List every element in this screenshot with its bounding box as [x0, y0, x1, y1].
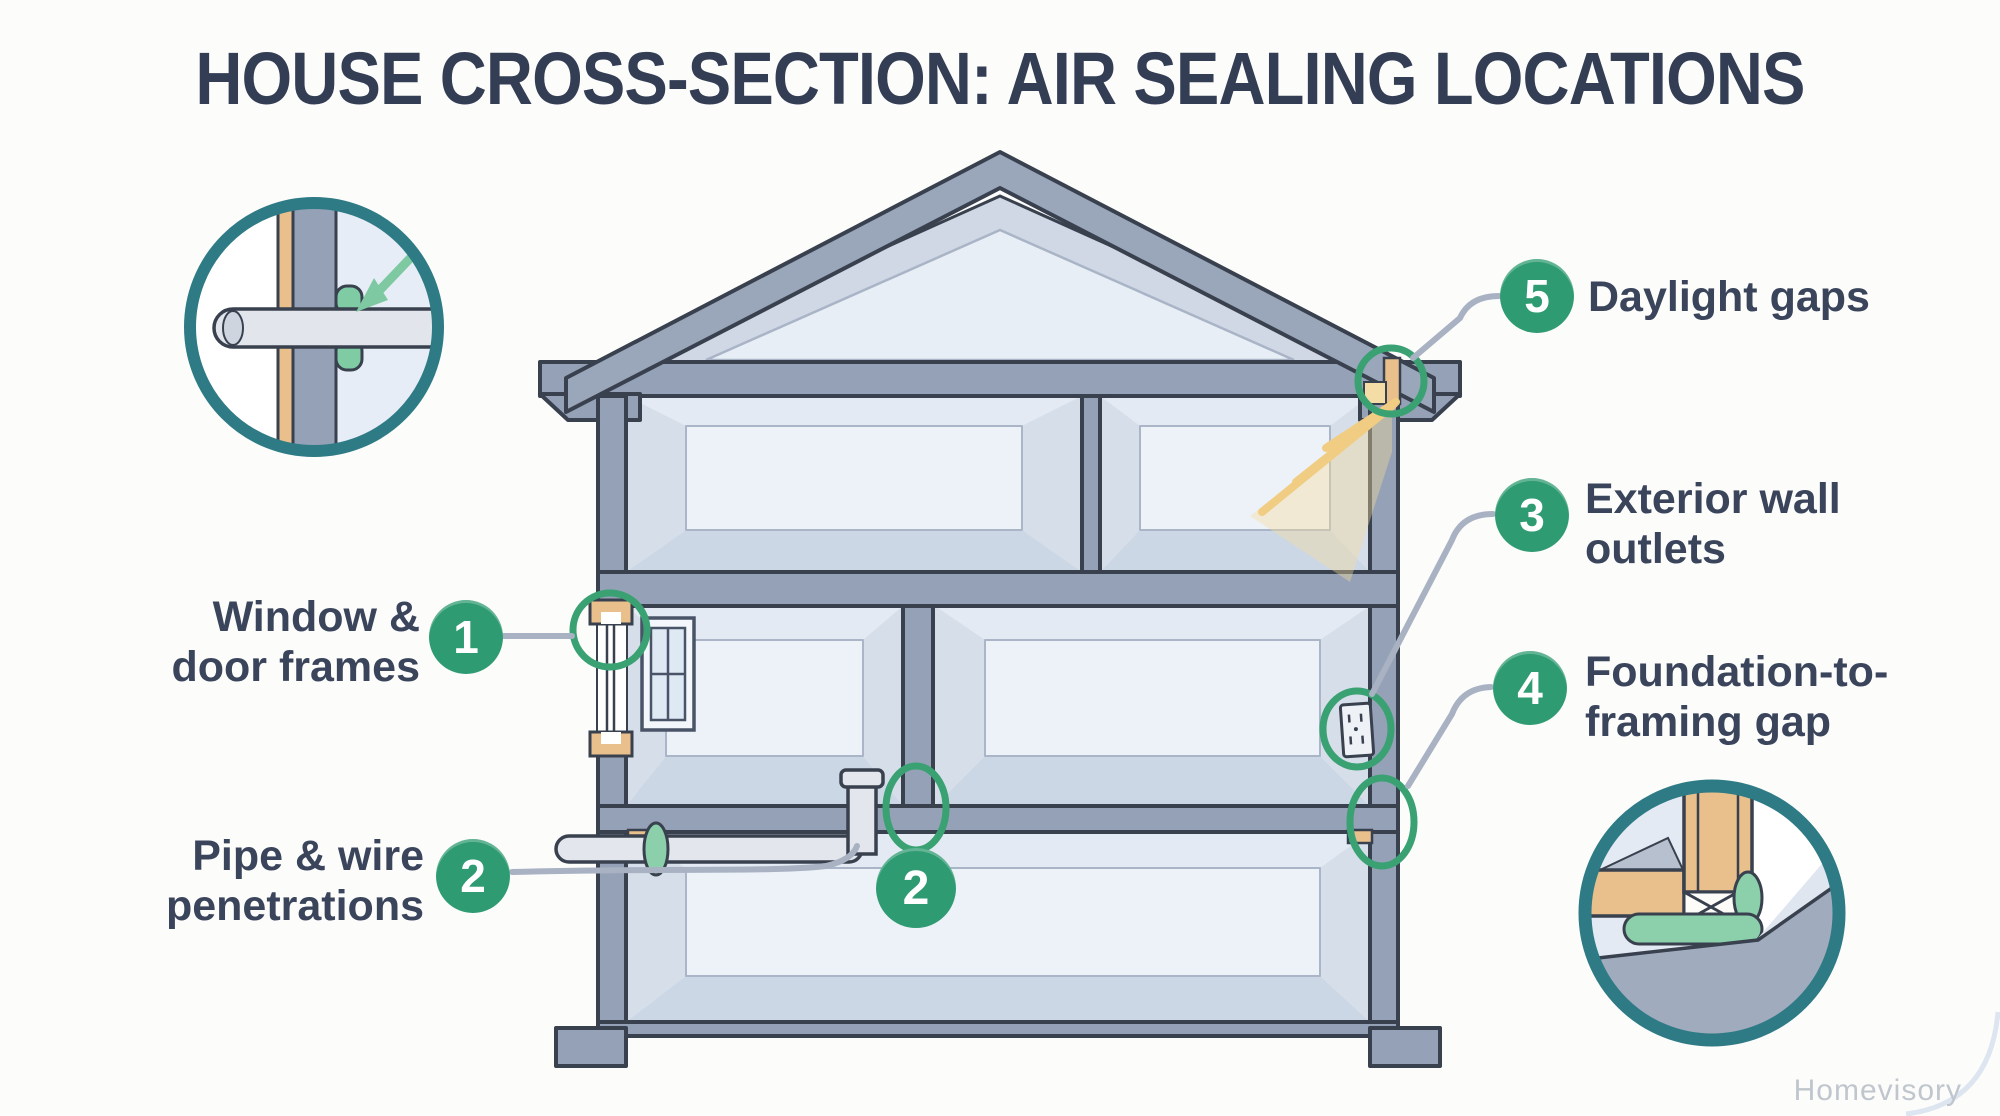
callout-badge-4: 4: [1493, 651, 1567, 725]
label-line: framing gap: [1585, 698, 1832, 746]
label-line: door frames: [171, 643, 420, 691]
callout-line-2: [509, 843, 860, 875]
room-middle-right: [933, 604, 1372, 808]
label-daylight-gaps: Daylight gaps: [1588, 272, 1870, 322]
page-title: HOUSE CROSS-SECTION: AIR SEALING LOCATIO…: [195, 37, 1805, 120]
badge-number: 2: [902, 861, 930, 915]
label-exterior-wall-outlets: Exterior wall outlets: [1585, 474, 1841, 574]
pipe-seal-inset: [184, 197, 444, 457]
label-line: Daylight gaps: [1588, 273, 1870, 321]
callout-badge-5: 5: [1500, 259, 1574, 333]
window-icon: [640, 616, 696, 732]
callout-lines: [501, 293, 1502, 875]
second-floor-band: [596, 570, 1400, 608]
badge-number: 4: [1517, 662, 1543, 714]
highlight-rings: [569, 344, 1428, 870]
inset-pipe: [212, 307, 438, 349]
label-line: Window &: [212, 593, 420, 641]
pipe: [554, 768, 885, 877]
ring-window-frame: [569, 589, 651, 671]
daylight-rays: [1258, 398, 1400, 516]
attic: [625, 194, 1375, 366]
callout-badge-2: 2: [436, 839, 510, 913]
label-line: Exterior wall: [1585, 475, 1841, 523]
outlet-icon: [1338, 701, 1376, 759]
daylight-gap: [1250, 356, 1402, 582]
label-line: penetrations: [165, 882, 424, 930]
divider-wall-top: [1080, 394, 1102, 574]
label-pipe-wire-penetrations: Pipe & wire penetrations: [166, 831, 424, 931]
divider-wall-middle: [901, 604, 935, 808]
foundation-sill: [596, 1020, 1400, 1038]
label-line: Pipe & wire: [192, 832, 424, 880]
pipe-seal-flange: [642, 821, 670, 877]
pipe-cap: [839, 768, 885, 789]
left-footing: [554, 1026, 628, 1068]
badge-number: 5: [1524, 270, 1550, 322]
badge-number: 3: [1519, 489, 1545, 541]
callout-line-4: [1405, 684, 1494, 789]
callout-badge-2-house: 2: [876, 848, 956, 928]
ring-daylight-gap: [1354, 344, 1428, 418]
right-footing: [1368, 1026, 1442, 1068]
badge-number: 2: [460, 850, 486, 902]
badge-number: 1: [453, 611, 479, 663]
foundation-seal-inset: [1578, 779, 1846, 1047]
first-floor-band: [596, 804, 1400, 834]
callout-badge-1: 1: [429, 600, 503, 674]
label-window-door-frames: Window & door frames: [171, 592, 420, 692]
callout-badge-3: 3: [1495, 478, 1569, 552]
ring-outlet: [1319, 687, 1395, 771]
window-frame-cross-section: [588, 598, 634, 758]
daylight-wash: [1250, 404, 1392, 582]
pipe-riser: [846, 782, 878, 856]
attic-floor-band: [538, 360, 1462, 398]
roof: [564, 150, 1436, 414]
callout-line-3: [1369, 511, 1496, 697]
callout-line-5: [1410, 293, 1502, 361]
label-foundation-framing-gap: Foundation-to- framing gap: [1585, 647, 1888, 747]
label-line: outlets: [1585, 525, 1726, 573]
label-line: Foundation-to-: [1585, 648, 1889, 696]
rooms: [624, 394, 1372, 1024]
ring-foundation-gap: [1346, 774, 1418, 870]
room-top-left: [624, 394, 1084, 574]
corner-accent: [1905, 1011, 2000, 1116]
watermark: Homevisory: [1793, 1074, 1962, 1107]
inset-sealant-bead: [1622, 912, 1764, 946]
